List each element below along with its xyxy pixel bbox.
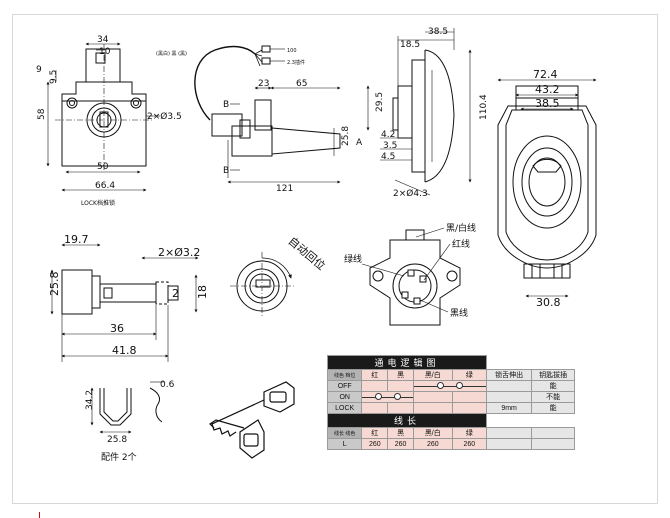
harness-section-a: A xyxy=(356,138,363,148)
length-col-green: 绿 xyxy=(451,427,488,439)
length-col-black: 黑 xyxy=(387,427,414,439)
harness-view xyxy=(194,45,341,184)
rear-dim-30-8: 30.8 xyxy=(536,296,561,309)
terminal-wire-green: 绿线 xyxy=(344,253,362,265)
logic-on-key: 不能 xyxy=(531,391,576,403)
front-dim-inner-width: 50 xyxy=(97,162,109,172)
length-val-green: 260 xyxy=(451,438,488,450)
key-face-view xyxy=(230,252,294,318)
front-dim-outer-width: 66.4 xyxy=(95,181,115,191)
rear-view xyxy=(497,78,597,298)
length-col-red: 红 xyxy=(361,427,389,439)
front-dim-height: 58 xyxy=(37,108,47,120)
side-dim-4-2: 4.2 xyxy=(381,130,395,140)
logic-row-off: OFF xyxy=(326,380,363,392)
logic-col-tongue: 锁舌伸出 xyxy=(486,369,533,381)
length-val-red: 260 xyxy=(361,438,389,450)
length-col-black-white: 黑/白 xyxy=(412,427,453,439)
accessory-dim-25-8: 25.8 xyxy=(107,435,127,445)
logic-off-tongue xyxy=(486,380,533,392)
logic-col-black: 黑 xyxy=(387,369,414,381)
logic-col-key: 钥匙拔插 xyxy=(531,369,576,381)
cylinder-dim-2: 2 xyxy=(172,287,179,300)
length-row-l: L xyxy=(326,438,363,450)
logic-table: 通电逻辑图 线色 档位 红 黑 黑/白 绿 锁舌伸出 钥匙拔插 OFF 能 ON… xyxy=(326,355,607,450)
logic-off-key: 能 xyxy=(531,380,576,392)
front-dim-left-a: 9 xyxy=(36,65,42,75)
front-caption: LOCK档推锁 xyxy=(81,199,115,207)
length-corner-cell: 线长 线色 xyxy=(326,427,363,439)
harness-label-wires: (黑白) 黑 (黑) xyxy=(156,50,187,57)
logic-col-red: 红 xyxy=(361,369,389,381)
rear-dim-43-2: 43.2 xyxy=(535,83,560,96)
rear-dim-72-4: 72.4 xyxy=(533,68,558,81)
length-title: 线长 xyxy=(326,413,488,428)
logic-lock-key: 能 xyxy=(531,402,576,414)
harness-section-b: B xyxy=(223,100,229,110)
length-val-black: 260 xyxy=(387,438,414,450)
keys-illustration xyxy=(209,381,295,459)
harness-section-b2: B xyxy=(223,166,229,176)
logic-corner-cell: 线色 档位 xyxy=(326,369,363,381)
length-val-black-white: 260 xyxy=(412,438,453,450)
corner-mark xyxy=(39,512,40,518)
front-dim-top-width: 34 xyxy=(97,35,109,45)
harness-label-plug: 2.3插件 xyxy=(287,59,305,66)
terminal-wire-black-white: 黑/白线 xyxy=(446,222,476,234)
harness-dim-121: 121 xyxy=(276,184,293,194)
cylinder-dim-36: 36 xyxy=(110,322,124,335)
side-dim-18-5: 18.5 xyxy=(400,40,420,50)
key-face-auto-return: 自动回位 xyxy=(286,234,329,273)
front-dim-left-b: 9.5 xyxy=(49,70,59,84)
cylinder-dim-41-8: 41.8 xyxy=(112,344,137,357)
logic-row-lock: LOCK xyxy=(326,402,363,414)
harness-dim-23: 23 xyxy=(258,79,269,89)
side-dim-38-5: 38.5 xyxy=(428,27,448,37)
logic-lock-tongue: 9mm xyxy=(486,402,533,414)
side-view xyxy=(366,28,472,196)
terminal-view xyxy=(361,227,461,326)
side-dim-4-5: 4.5 xyxy=(381,152,395,162)
harness-dim-65: 65 xyxy=(296,79,307,89)
logic-conn-off xyxy=(412,380,488,392)
accessory-dim-0-6: 0.6 xyxy=(160,380,175,390)
front-view xyxy=(46,42,160,192)
cylinder-dim-25-8: 25.8 xyxy=(48,272,61,297)
cylinder-view xyxy=(50,243,199,362)
accessory-caption: 配件 2个 xyxy=(101,451,137,463)
harness-label-len: 100 xyxy=(287,48,297,54)
harness-dim-25-8: 25.8 xyxy=(341,126,351,146)
terminal-wire-red: 红线 xyxy=(452,238,470,250)
accessory-dim-34-2: 34.2 xyxy=(85,390,95,410)
logic-on-tongue xyxy=(486,391,533,403)
cylinder-dim-holes: 2×Ø3.2 xyxy=(158,246,200,259)
logic-col-green: 绿 xyxy=(451,369,488,381)
front-dim-holes: 2×Ø3.5 xyxy=(147,111,182,122)
logic-col-black-white: 黑/白 xyxy=(412,369,453,381)
logic-title: 通电逻辑图 xyxy=(326,355,488,370)
logic-row-on: ON xyxy=(326,391,363,403)
front-dim-top-inner: 10 xyxy=(99,47,111,57)
logic-conn-on xyxy=(361,391,414,403)
rear-dim-38-5: 38.5 xyxy=(535,97,560,110)
side-dim-3-5: 3.5 xyxy=(383,141,397,151)
side-dim-holes: 2×Ø4.3 xyxy=(393,188,428,199)
side-dim-110-4: 110.4 xyxy=(479,94,489,120)
terminal-wire-black: 黑线 xyxy=(450,307,468,319)
cylinder-dim-18: 18 xyxy=(196,285,209,299)
accessory-clip xyxy=(90,381,164,434)
cylinder-dim-19-7: 19.7 xyxy=(64,233,89,246)
side-dim-29-5: 29.5 xyxy=(375,92,385,112)
